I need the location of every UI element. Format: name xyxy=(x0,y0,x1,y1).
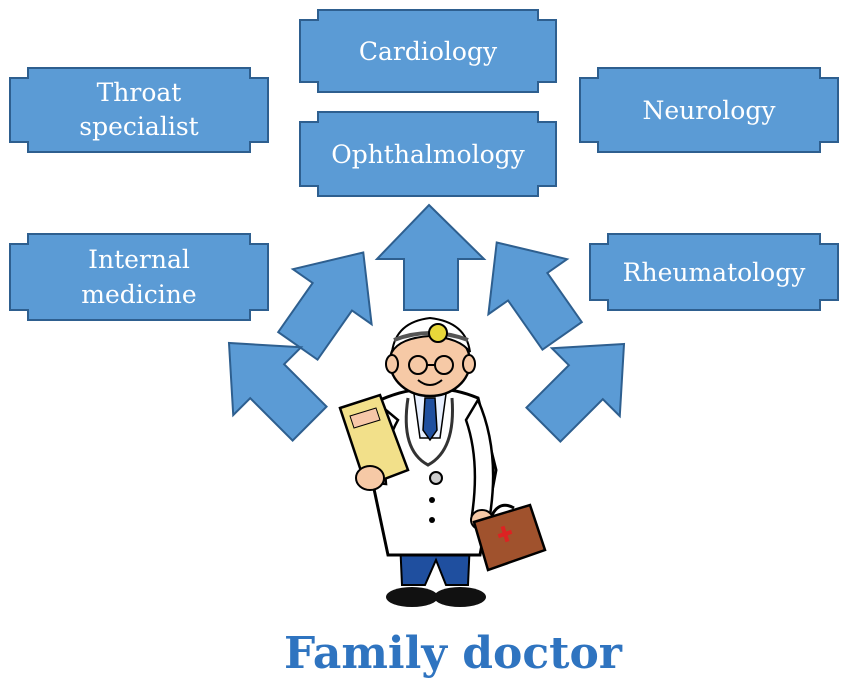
specialty-ophthalmology-box: Ophthalmology xyxy=(299,111,557,197)
specialty-rheumatology-label: Rheumatology xyxy=(623,258,807,287)
specialty-ophthalmology-label: Ophthalmology xyxy=(331,140,525,169)
arrow-up-center xyxy=(374,203,487,311)
arrow-lower-left xyxy=(227,341,328,442)
specialty-internal-medicine-box: Internal medicine xyxy=(9,233,269,321)
specialty-neurology-box: Neurology xyxy=(579,67,839,153)
diagram-title: Family doctor xyxy=(284,628,623,679)
specialty-throat-line1: Throat xyxy=(97,78,182,107)
specialty-internal-line1: Internal xyxy=(88,245,190,274)
specialty-neurology-label: Neurology xyxy=(643,96,777,125)
doctor-illustration xyxy=(338,316,547,607)
arrow-upper-right xyxy=(487,241,584,352)
specialty-rheumatology-box: Rheumatology xyxy=(589,233,839,311)
specialty-cardiology-box: Cardiology xyxy=(299,9,557,93)
arrow-upper-left xyxy=(276,251,373,362)
arrow-lower-right xyxy=(525,342,626,443)
specialty-throat-line2: specialist xyxy=(79,112,198,141)
specialty-cardiology-label: Cardiology xyxy=(359,37,498,66)
specialty-throat-box: Throat specialist xyxy=(9,67,269,153)
specialty-internal-line2: medicine xyxy=(81,280,196,309)
